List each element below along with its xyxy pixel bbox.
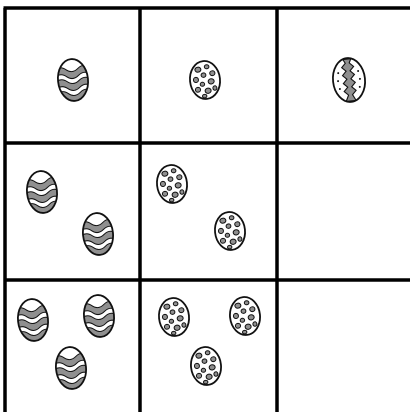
grid-cell-r2c1	[5, 143, 140, 280]
grid-cell-r3c3[interactable]	[277, 280, 410, 412]
grid-cell-r1c1	[5, 8, 140, 143]
grid-cell-r2c3[interactable]	[277, 143, 410, 280]
grid-cells	[5, 8, 410, 412]
grid-cell-r2c2	[140, 143, 277, 280]
grid-cell-r3c1	[5, 280, 140, 412]
grid-cell-r3c2	[140, 280, 277, 412]
grid-cell-r1c2	[140, 8, 277, 143]
grid-cell-r1c3	[277, 8, 410, 143]
